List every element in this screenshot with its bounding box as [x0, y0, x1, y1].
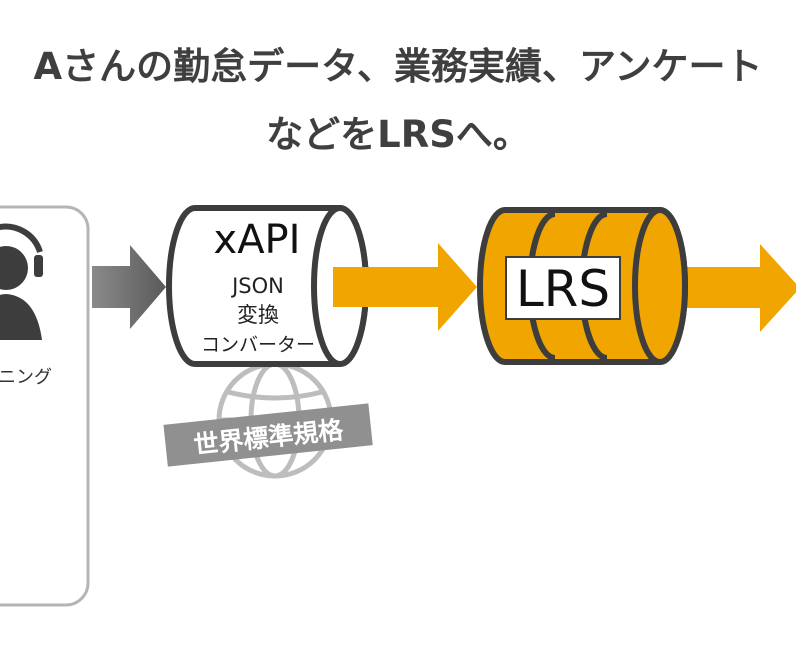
converter-line-2: 変換	[237, 303, 279, 327]
converter-title: xAPI	[214, 217, 301, 263]
heading-line-2: などをLRSへ。	[266, 113, 530, 156]
source-panel-label: ニング	[0, 367, 52, 388]
orange-arrow-lrs-out	[680, 244, 796, 332]
orange-arrow-converter-to-lrs	[330, 243, 477, 331]
orange-arrow-overlap	[333, 267, 373, 307]
heading-line-1: Aさんの勤怠データ、業務実績、アンケート	[33, 45, 763, 88]
converter-line-3: コンバーター	[201, 334, 315, 356]
lrs-label: LRS	[516, 260, 610, 318]
operator-headset-icon	[0, 223, 43, 340]
standard-badge: 世界標準規格	[163, 403, 373, 467]
converter-line-1: JSON	[230, 274, 284, 298]
source-panel: ニング	[0, 205, 90, 607]
lrs-cylinder: LRS	[477, 207, 688, 365]
gray-arrow	[92, 245, 166, 329]
